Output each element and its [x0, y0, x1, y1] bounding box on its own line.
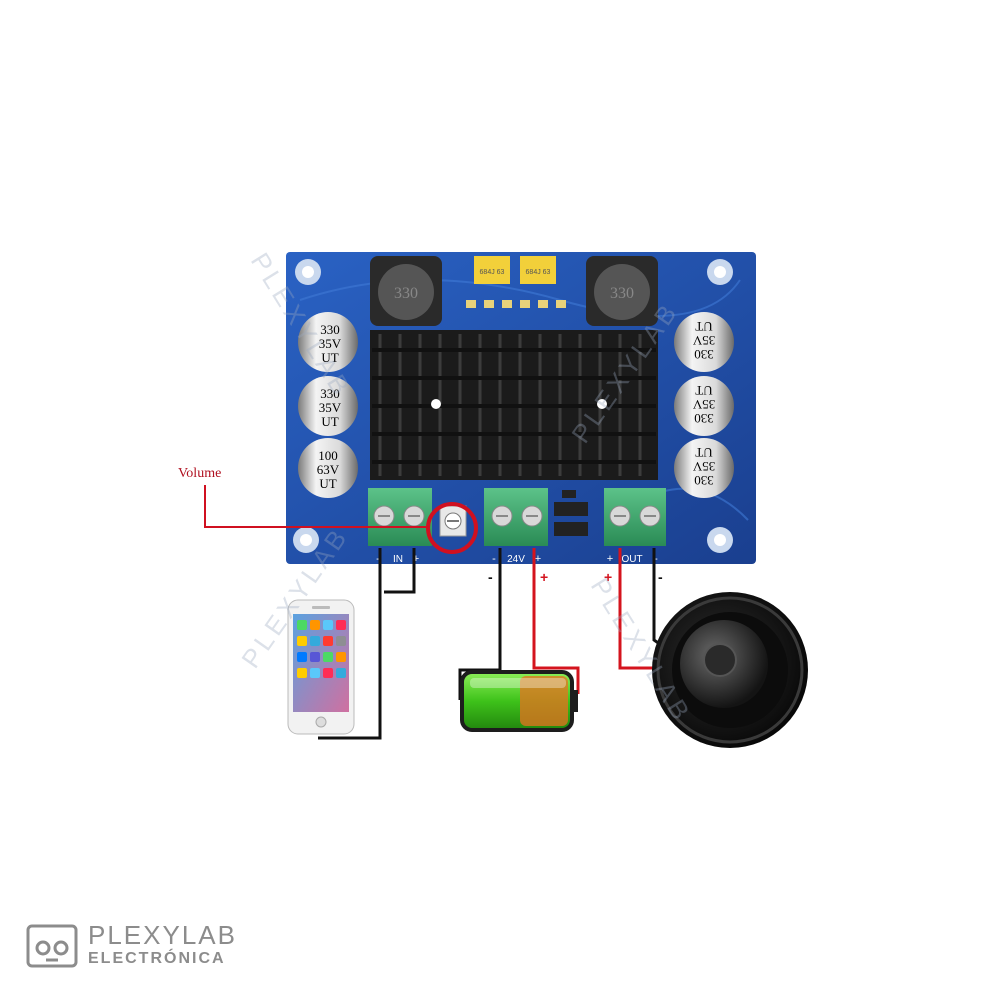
film-capacitor-left: 684J 63 — [474, 256, 510, 284]
label-power-plus: + — [535, 553, 541, 565]
label-in-plus: + — [413, 553, 419, 565]
terminal-out — [604, 488, 666, 546]
capacitor-left-1: 330 35V UT — [298, 312, 358, 372]
label-power: 24V — [507, 554, 525, 565]
rectifier-chip — [554, 490, 588, 536]
smd-parts — [466, 300, 566, 308]
brand-name: PLEXYLAB — [88, 920, 237, 950]
battery-icon — [460, 670, 578, 732]
wire-power-plus — [532, 548, 580, 694]
phone-app-icon — [297, 652, 307, 662]
terminal-power — [484, 488, 548, 546]
inductor-right: 330 — [586, 256, 658, 326]
phone-app-icon — [310, 620, 320, 630]
cap-right-2-l1: 330 — [694, 411, 714, 426]
wire-label-power-minus: - — [488, 569, 493, 585]
label-out-minus: - — [654, 553, 658, 565]
volume-pointer-line — [204, 485, 430, 528]
label-power-minus: - — [492, 553, 496, 565]
phone-app-icon — [336, 636, 346, 646]
cap-left-3-l3: UT — [319, 476, 336, 491]
film-cap-left-label: 684J 63 — [480, 269, 505, 276]
cap-left-1-l1: 330 — [320, 322, 340, 337]
cap-right-3-l1: 330 — [694, 473, 714, 488]
cap-right-1-l2: 35V — [692, 333, 715, 348]
capacitor-right-1: 330 35V UT — [674, 312, 734, 372]
robot-logo-icon — [26, 924, 78, 968]
label-out-plus: + — [607, 553, 613, 565]
label-in: IN — [393, 554, 403, 565]
phone-app-icon — [310, 668, 320, 678]
terminal-in — [368, 488, 432, 546]
capacitor-left-3: 100 63V UT — [298, 438, 358, 498]
phone-app-icon — [336, 668, 346, 678]
label-out: OUT — [621, 554, 642, 565]
phone-app-icon — [336, 620, 346, 630]
mounting-holes — [293, 259, 733, 553]
cap-right-2-l3: UT — [695, 383, 712, 398]
phone-app-icon — [297, 620, 307, 630]
cap-right-1-l3: UT — [695, 319, 712, 334]
phone-app-icon — [323, 652, 333, 662]
phone-app-icon — [323, 620, 333, 630]
cap-left-3-l2: 63V — [317, 462, 340, 477]
brand-logo: PLEXYLAB ELECTRÓNICA — [26, 920, 266, 970]
wire-in-minus — [318, 548, 382, 740]
cap-right-1-l1: 330 — [694, 347, 714, 362]
film-cap-right-label: 684J 63 — [526, 269, 551, 276]
wire-label-out-minus: - — [658, 569, 663, 585]
phone-icon — [287, 599, 355, 735]
wire-in-plus — [384, 548, 416, 594]
capacitor-right-2: 330 35V UT — [674, 376, 734, 436]
capacitor-right-3: 330 35V UT — [674, 438, 734, 498]
brand-subtitle: ELECTRÓNICA — [88, 950, 226, 967]
film-capacitor-right: 684J 63 — [520, 256, 556, 284]
label-in-minus: - — [376, 553, 380, 565]
inductor-left: 330 — [370, 256, 442, 326]
volume-label: Volume — [178, 466, 222, 481]
capacitor-left-2: 330 35V UT — [298, 376, 358, 436]
phone-app-icon — [323, 636, 333, 646]
phone-app-icon — [323, 668, 333, 678]
volume-potentiometer[interactable] — [439, 505, 467, 537]
phone-app-icon — [297, 636, 307, 646]
phone-app-icon — [310, 652, 320, 662]
inductor-right-label: 330 — [610, 285, 634, 302]
cap-right-3-l3: UT — [695, 445, 712, 460]
cap-right-2-l2: 35V — [692, 397, 715, 412]
cap-left-1-l2: 35V — [319, 336, 342, 351]
heatsink — [370, 330, 658, 480]
cap-left-1-l3: UT — [321, 350, 338, 365]
cap-right-3-l2: 35V — [692, 459, 715, 474]
cap-left-2-l1: 330 — [320, 386, 340, 401]
speaker-icon — [652, 592, 808, 748]
wire-label-out-plus: + — [604, 569, 612, 585]
wire-label-power-plus: + — [540, 569, 548, 585]
inductor-left-label: 330 — [394, 285, 418, 302]
phone-app-icon — [310, 636, 320, 646]
cap-left-2-l2: 35V — [319, 400, 342, 415]
phone-app-icon — [336, 652, 346, 662]
phone-app-icon — [297, 668, 307, 678]
cap-left-3-l1: 100 — [318, 448, 338, 463]
cap-left-2-l3: UT — [321, 414, 338, 429]
amplifier-board: 330 330 684J 63 684J 63 — [286, 252, 756, 565]
